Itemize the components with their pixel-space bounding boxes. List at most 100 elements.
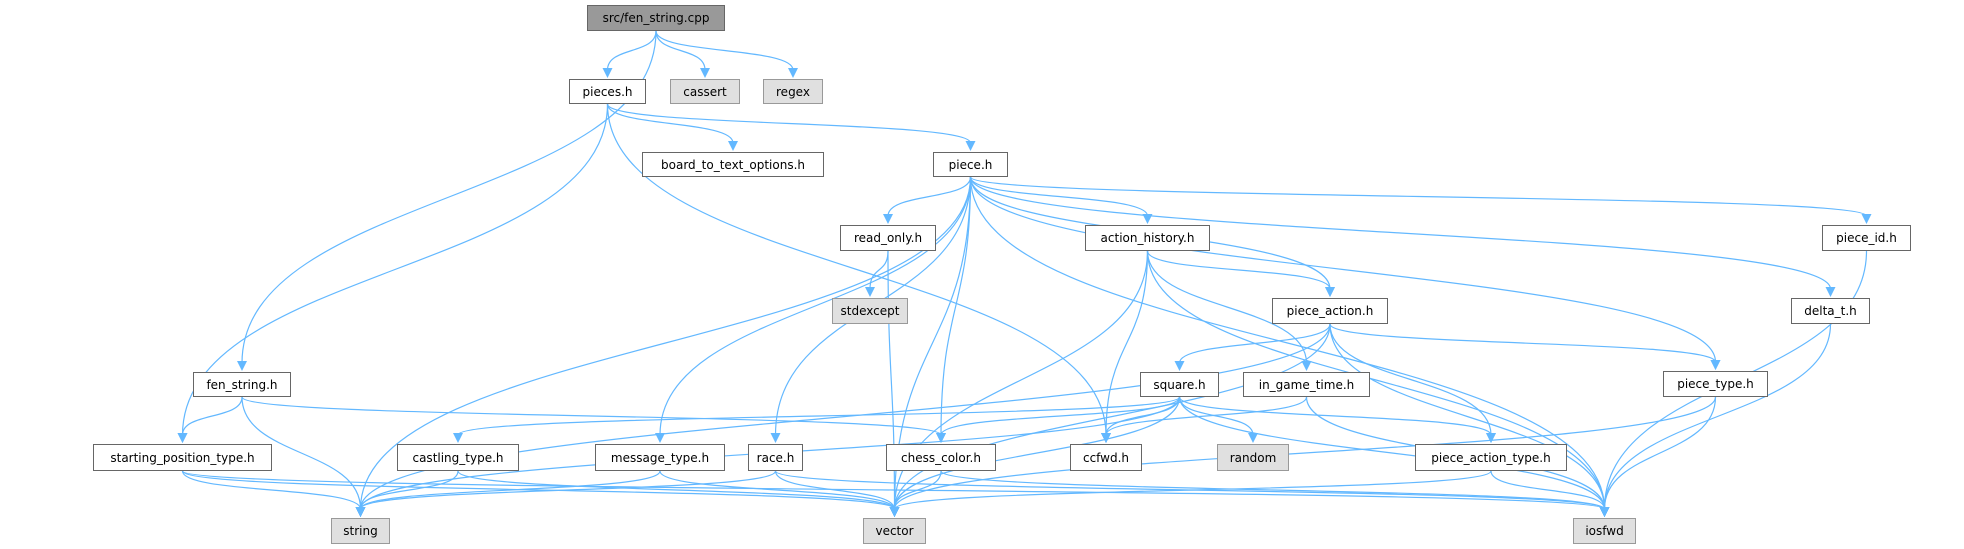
node-cassert: cassert [670,79,740,104]
edge-message_type_h-to-vector [659,470,896,510]
edge-piece_h-to-iosfwd [969,176,1606,510]
node-iosfwd: iosfwd [1573,518,1636,544]
node-fen-string-h[interactable]: fen_string.h [193,372,291,397]
edge-fen_string_cpp-to-regex [655,30,794,71]
edge-chess_color_h-to-vector [893,470,942,510]
edge-square_h-to-ccfwd_h [1105,396,1181,436]
arrowhead-icon [1486,433,1496,443]
arrowhead-icon [1101,433,1111,443]
node-in-game-time-h[interactable]: in_game_time.h [1243,372,1370,397]
node-piece-type-h[interactable]: piece_type.h [1663,371,1768,397]
edge-piece_h-to-read_only_h [887,176,972,217]
node-regex: regex [763,79,823,104]
edge-pieces_h-to-piece_h [606,103,972,144]
edge-piece_h-to-chess_color_h [940,176,972,436]
edge-fen_string_h-to-starting_position_type_h [181,396,243,436]
edge-square_h-to-random [1178,396,1254,436]
node-chess-color-h[interactable]: chess_color.h [886,444,996,471]
edge-piece_action_h-to-vector [893,323,1331,510]
edge-starting_position_type_h-to-vector [181,470,896,510]
arrowhead-icon [1599,507,1610,517]
edge-fen_string_cpp-to-pieces_h [606,30,657,71]
edge-piece_action_type_h-to-iosfwd [1490,470,1606,510]
arrowhead-icon [883,214,893,224]
arrowhead-icon [788,68,798,78]
edge-fen_string_cpp-to-cassert [655,30,706,71]
edge-race_h-to-vector [774,470,896,510]
node-piece-id-h[interactable]: piece_id.h [1822,225,1911,251]
node-board-to-text-options-h[interactable]: board_to_text_options.h [642,152,824,177]
node-vector: vector [863,518,926,544]
node-piece-action-h[interactable]: piece_action.h [1272,298,1388,324]
edge-square_h-to-chess_color_h [940,396,1181,436]
edge-piece_action_h-to-square_h [1178,323,1331,364]
edge-starting_position_type_h-to-string [181,470,362,510]
edge-read_only_h-to-stdexcept [869,250,889,290]
node-read-only-h[interactable]: read_only.h [840,225,936,251]
node-string: string [331,518,390,544]
edge-piece_h-to-message_type_h [659,176,972,436]
edge-square_h-to-piece_action_type_h [1178,396,1492,436]
edge-chess_color_h-to-iosfwd [940,470,1606,510]
edge-action_history_h-to-piece_action_h [1146,250,1331,290]
edge-castling_type_h-to-vector [457,470,896,510]
edge-square_h-to-iosfwd [1178,396,1606,510]
edge-piece_h-to-piece_id_h [969,176,1868,217]
edge-fen_string_h-to-string [241,396,362,510]
arrowhead-icon [889,507,900,517]
edge-piece_action_h-to-string [359,323,1331,510]
arrowhead-icon [237,361,247,371]
edge-message_type_h-to-string [359,470,661,510]
edge-action_history_h-to-ccfwd_h [1105,250,1149,436]
arrowhead-icon [770,433,781,443]
arrowhead-icon [965,141,976,151]
node-delta-t-h[interactable]: delta_t.h [1791,298,1870,324]
node-square-h[interactable]: square.h [1140,372,1219,397]
edge-castling_type_h-to-string [359,470,459,510]
edge-piece_type_h-to-vector [893,396,1717,510]
node-starting-position-type-h[interactable]: starting_position_type.h [93,444,272,471]
node-race-h[interactable]: race.h [748,444,803,471]
arrowhead-icon [1825,287,1836,297]
arrowhead-icon [700,68,710,78]
node-random: random [1217,444,1289,471]
edge-pieces_h-to-board_to_text_options_h [606,103,734,144]
arrowhead-icon [1174,361,1185,371]
edge-action_history_h-to-in_game_time_h [1146,250,1308,364]
node-piece-action-type-h[interactable]: piece_action_type.h [1415,444,1567,471]
node-fen-string-cpp[interactable]: src/fen_string.cpp [587,5,725,31]
arrowhead-icon [1710,360,1721,370]
edge-piece_type_h-to-iosfwd [1603,396,1717,510]
node-ccfwd-h[interactable]: ccfwd.h [1070,444,1142,471]
node-castling-type-h[interactable]: castling_type.h [397,444,519,471]
arrowhead-icon [865,287,875,297]
edge-square_h-to-castling_type_h [457,396,1181,436]
arrowhead-icon [1325,287,1335,297]
edge-piece_action_type_h-to-vector [893,470,1492,510]
node-pieces-h[interactable]: pieces.h [569,79,646,104]
edge-piece_action_h-to-iosfwd [1329,323,1606,510]
arrowhead-icon [602,68,613,78]
edge-piece_h-to-piece_type_h [969,176,1717,363]
arrowhead-icon [655,433,665,443]
edge-square_h-to-vector [893,396,1181,510]
edge-piece_action_h-to-piece_action_type_h [1329,323,1492,436]
edge-in_game_time_h-to-ccfwd_h [1105,396,1308,436]
edge-piece_action_h-to-piece_type_h [1329,323,1717,363]
node-message-type-h[interactable]: message_type.h [595,444,725,471]
edge-piece_h-to-delta_t_h [969,176,1832,290]
arrowhead-icon [177,433,188,443]
node-stdexcept: stdexcept [832,298,908,324]
arrowhead-icon [1248,433,1258,443]
arrowhead-icon [1142,214,1153,224]
node-action-history-h[interactable]: action_history.h [1085,225,1210,251]
arrowhead-icon [1861,214,1872,224]
edge-delta_t_h-to-iosfwd [1603,323,1832,510]
node-piece-h[interactable]: piece.h [933,152,1008,177]
arrowhead-icon [728,141,738,151]
edge-starting_position_type_h-to-iosfwd [181,470,1606,510]
arrowhead-icon [936,433,946,443]
arrowhead-icon [453,433,463,443]
edge-pieces_h-to-ccfwd_h [606,103,1107,436]
